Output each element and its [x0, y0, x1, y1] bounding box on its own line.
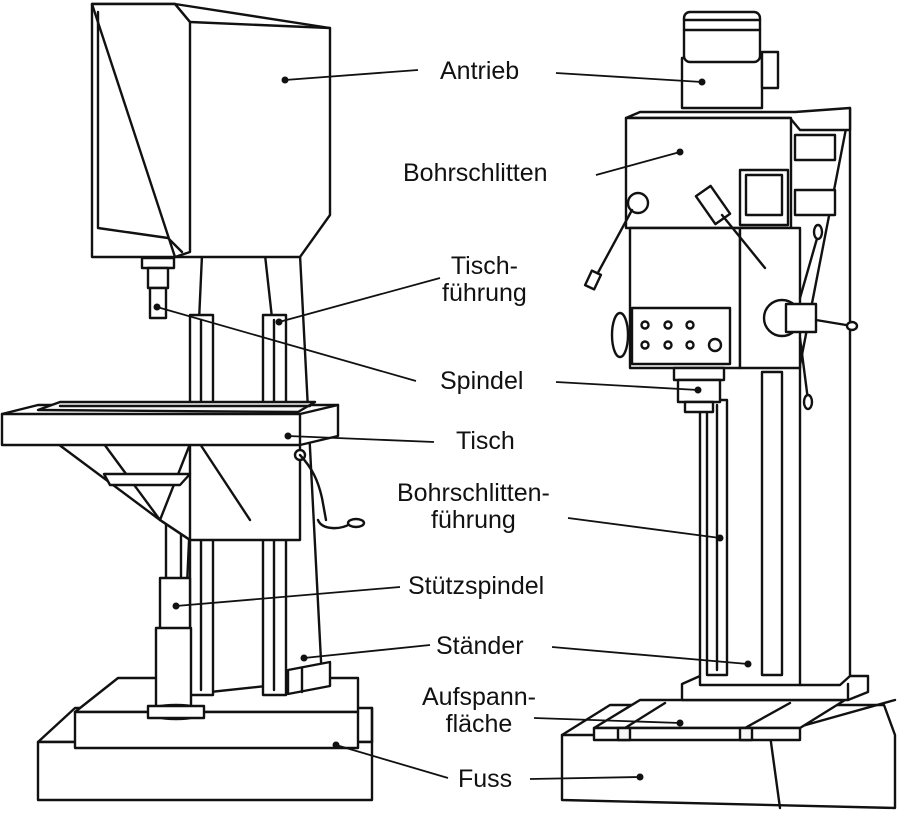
- label-staender-text: Ständer: [436, 632, 524, 660]
- label-aufspannflaeche-line1: Aufspann-: [422, 683, 536, 711]
- right-clamping-table: [592, 698, 847, 742]
- left-drill-press: [0, 2, 374, 802]
- label-stuetzspindel-text: Stützspindel: [408, 572, 545, 600]
- left-crank-handle: [293, 448, 366, 530]
- label-tisch: Tisch: [456, 428, 515, 455]
- label-bohrschlitten: Bohrschlitten: [403, 160, 548, 187]
- leader-staender-left: [303, 644, 431, 659]
- right-drill-press: [560, 10, 897, 810]
- left-table-bracket: [56, 442, 302, 542]
- leader-tischfuehrung: [278, 277, 441, 323]
- leader-spindel-left: [156, 306, 417, 382]
- label-tisch-text: Tisch: [456, 427, 515, 455]
- leader-staender-right: [551, 646, 749, 665]
- label-antrieb: Antrieb: [440, 58, 519, 85]
- label-fuss: Fuss: [458, 766, 512, 793]
- label-aufspannflaeche-line2: fläche: [445, 710, 513, 738]
- leader-aufspannflaeche: [533, 717, 681, 724]
- label-spindel: Spindel: [440, 368, 523, 395]
- label-bohrschlittenfuehrung-line2: führung: [431, 506, 516, 534]
- leader-stuetzspindel: [175, 586, 401, 607]
- label-aufspannflaeche: Aufspann- fläche: [422, 684, 536, 738]
- label-tischfuehrung-line2: führung: [442, 279, 527, 307]
- left-drive-head: [90, 2, 332, 259]
- label-spindel-text: Spindel: [440, 367, 524, 395]
- label-staender: Ständer: [436, 633, 524, 660]
- leader-antrieb-right: [555, 72, 703, 83]
- leader-fuss-right: [529, 776, 641, 780]
- leader-fuss-left: [335, 744, 449, 779]
- label-bohrschlitten-text: Bohrschlitten: [403, 159, 548, 187]
- right-motor: [680, 10, 780, 110]
- left-table: [0, 400, 340, 447]
- label-tischfuehrung: Tisch- führung: [442, 253, 527, 307]
- label-fuss-text: Fuss: [458, 765, 513, 793]
- right-levers: [583, 184, 859, 411]
- leader-bohrschlittenfuehrung: [567, 517, 721, 539]
- leader-tisch: [287, 435, 435, 443]
- label-bohrschlittenfuehrung-line1: Bohrschlitten-: [397, 479, 550, 507]
- label-stuetzspindel: Stützspindel: [408, 573, 544, 600]
- label-bohrschlittenfuehrung: Bohrschlitten- führung: [397, 480, 550, 534]
- leader-spindel-right: [555, 381, 699, 391]
- left-spindle: [140, 256, 176, 320]
- leader-antrieb-left: [284, 69, 419, 81]
- label-tischfuehrung-line1: Tisch-: [450, 252, 518, 280]
- right-drill-head: [610, 106, 852, 370]
- label-antrieb-text: Antrieb: [440, 57, 520, 85]
- right-column: [698, 106, 852, 687]
- leader-bohrschlitten: [595, 151, 681, 176]
- leader-lines: [156, 69, 749, 780]
- leader-dots: [153, 76, 752, 781]
